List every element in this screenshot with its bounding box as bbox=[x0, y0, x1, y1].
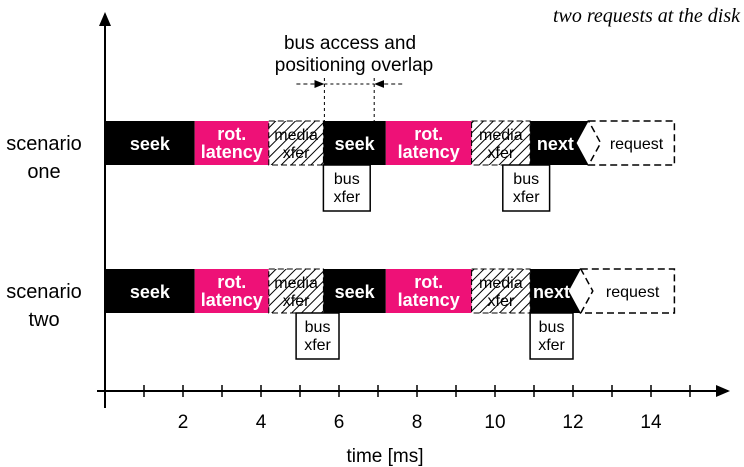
seek-segment bbox=[323, 121, 386, 165]
bus-xfer-label-line-1: bus bbox=[334, 171, 360, 188]
bus-xfer-label-line-1: bus bbox=[305, 319, 331, 336]
x-tick-label: 6 bbox=[334, 412, 345, 433]
rot-latency-label-line-1: rot. bbox=[217, 124, 246, 144]
media-xfer-segment bbox=[268, 120, 324, 166]
seek-segment bbox=[105, 269, 195, 313]
seek-label: seek bbox=[130, 282, 171, 302]
rot-latency-label-line-2: latency bbox=[201, 142, 263, 162]
media-xfer-label-line-2: xfer bbox=[488, 145, 515, 162]
scenario-two-label-line-1: scenario bbox=[6, 281, 82, 303]
x-tick-label: 2 bbox=[178, 412, 189, 433]
media-xfer-label-line-1: media bbox=[274, 275, 318, 292]
rot-latency-label-line-2: latency bbox=[398, 142, 460, 162]
media-xfer-label-line-2: xfer bbox=[488, 293, 515, 310]
rot-latency-label-line-1: rot. bbox=[217, 272, 246, 292]
media-xfer-label-line-1: media bbox=[479, 275, 523, 292]
bus-xfer-box bbox=[295, 312, 340, 360]
rot-latency-label-line-2: latency bbox=[201, 290, 263, 310]
bus-xfer-box bbox=[322, 164, 371, 212]
request-segment bbox=[579, 268, 676, 314]
next-segment bbox=[530, 269, 581, 313]
x-tick-label: 12 bbox=[562, 412, 583, 433]
seek-label: seek bbox=[130, 134, 171, 154]
bus-xfer-label-line-2: xfer bbox=[513, 189, 540, 206]
bus-xfer-box bbox=[502, 164, 551, 212]
seek-segment bbox=[323, 269, 386, 313]
media-xfer-label-line-1: media bbox=[274, 127, 318, 144]
request-label: request bbox=[610, 136, 664, 153]
x-tick-label: 14 bbox=[640, 412, 662, 433]
media-xfer-segment bbox=[471, 120, 531, 166]
x-tick-label: 10 bbox=[484, 412, 505, 433]
media-xfer-label-line-1: media bbox=[479, 127, 523, 144]
rot-latency-segment bbox=[194, 269, 269, 313]
media-xfer-label-line-2: xfer bbox=[283, 293, 310, 310]
scenario-one-label-line-1: scenario bbox=[6, 133, 82, 155]
media-xfer-label-line-2: xfer bbox=[283, 145, 310, 162]
x-tick-label: 8 bbox=[412, 412, 423, 433]
rot-latency-label-line-1: rot. bbox=[414, 124, 443, 144]
seek-label: seek bbox=[335, 134, 376, 154]
rot-latency-segment bbox=[194, 121, 269, 165]
x-axis-ticks: 2 4 6 8 10 12 14 bbox=[143, 385, 691, 433]
overlap-label-line-1: bus access and bbox=[284, 33, 416, 54]
scenario-one-label-line-2: one bbox=[27, 161, 60, 183]
bus-xfer-label-line-1: bus bbox=[539, 319, 565, 336]
rot-latency-label-line-1: rot. bbox=[414, 272, 443, 292]
next-label: next bbox=[537, 134, 574, 154]
bus-xfer-box bbox=[529, 312, 574, 360]
overlap-label-line-2: positioning overlap bbox=[275, 55, 433, 76]
bus-xfer-label-line-2: xfer bbox=[333, 189, 360, 206]
seek-label: seek bbox=[335, 282, 376, 302]
overlap-indicator bbox=[296, 78, 403, 121]
next-segment bbox=[530, 121, 589, 165]
bus-xfer-label-line-2: xfer bbox=[538, 337, 565, 354]
seek-segment bbox=[105, 121, 195, 165]
diagram-caption: two requests at the disk bbox=[553, 5, 741, 27]
rot-latency-segment bbox=[385, 269, 472, 313]
media-xfer-segment bbox=[268, 268, 324, 314]
media-xfer-segment bbox=[471, 268, 531, 314]
rot-latency-label-line-2: latency bbox=[398, 290, 460, 310]
bus-xfer-label-line-2: xfer bbox=[304, 337, 331, 354]
x-tick-label: 4 bbox=[256, 412, 267, 433]
bus-xfer-label-line-1: bus bbox=[513, 171, 539, 188]
next-label: next bbox=[533, 282, 570, 302]
x-axis-label: time [ms] bbox=[346, 446, 423, 467]
scenario-two-label-line-2: two bbox=[28, 309, 59, 331]
request-segment bbox=[587, 120, 676, 166]
rot-latency-segment bbox=[385, 121, 472, 165]
request-label: request bbox=[606, 284, 660, 301]
